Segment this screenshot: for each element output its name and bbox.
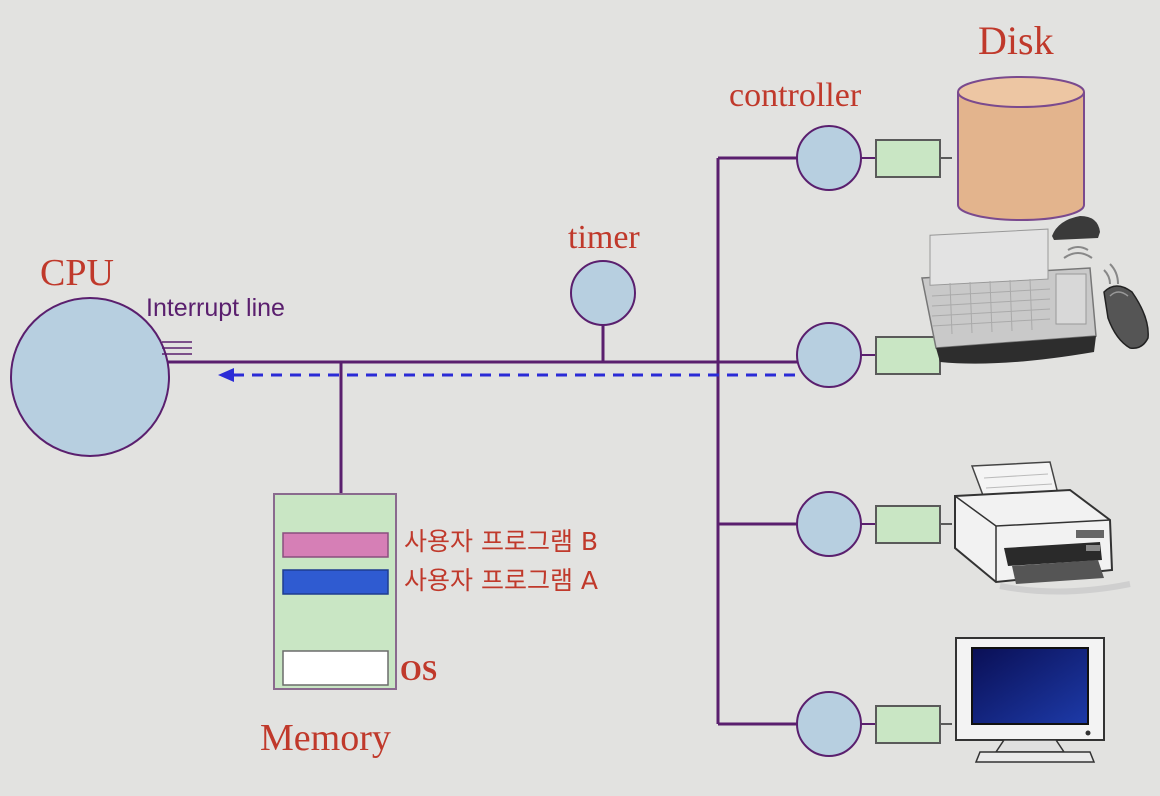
cpu-circle xyxy=(10,297,170,457)
monitor-controller xyxy=(796,691,952,757)
controller-label: controller xyxy=(729,77,862,114)
keyboard-mouse-icon xyxy=(921,216,1149,364)
os-label: OS xyxy=(400,656,437,687)
cpu-label: CPU xyxy=(40,252,114,294)
printer-controller-circle xyxy=(796,491,862,557)
interrupt-line-label: Interrupt line xyxy=(146,294,285,322)
monitor-icon xyxy=(955,637,1105,763)
user-program-a-label: 사용자 프로그램 A xyxy=(404,566,598,595)
memory-label: Memory xyxy=(260,717,391,759)
monitor-controller-circle xyxy=(796,691,862,757)
disk-cylinder-icon: Disk xyxy=(957,18,1085,221)
cpu: CPU Interrupt line xyxy=(10,252,285,457)
os-block xyxy=(282,650,389,686)
interrupt-signal-arrow xyxy=(218,368,795,382)
disk-controller-port xyxy=(875,139,941,178)
monitor-screen xyxy=(971,647,1089,725)
keyboard-controller xyxy=(796,322,952,388)
system-bus xyxy=(168,156,798,726)
disk-controller xyxy=(796,125,952,191)
monitor-controller-port xyxy=(875,705,941,744)
printer-icon xyxy=(954,461,1131,595)
timer: timer xyxy=(568,219,640,326)
printer-controller-port xyxy=(875,505,941,544)
disk-controller-circle xyxy=(796,125,862,191)
keyboard-controller-port xyxy=(875,336,941,375)
timer-label: timer xyxy=(568,219,640,256)
keyboard-controller-circle xyxy=(796,322,862,388)
timer-circle xyxy=(570,260,636,326)
printer-controller xyxy=(796,491,952,557)
user-program-b-label: 사용자 프로그램 B xyxy=(404,527,598,556)
user-program-a-block xyxy=(282,569,389,595)
user-program-b-block xyxy=(282,532,389,558)
memory: 사용자 프로그램 B 사용자 프로그램 A OS Memory xyxy=(260,493,598,759)
disk-label: Disk xyxy=(978,18,1054,63)
arrow-head-icon xyxy=(218,368,234,382)
